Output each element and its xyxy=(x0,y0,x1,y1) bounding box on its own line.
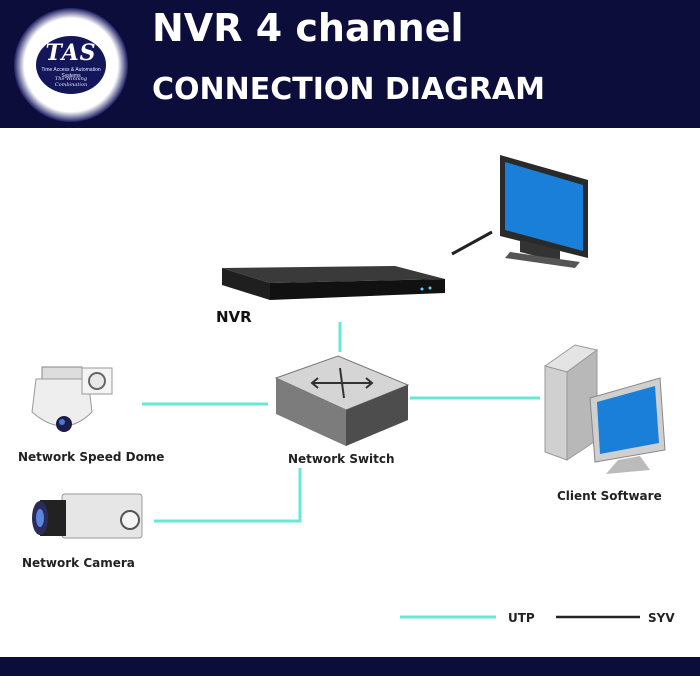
network-switch-icon xyxy=(274,355,410,446)
tas-logo: TAS Time Access & Automation Systems The… xyxy=(14,8,128,122)
logo-company: Time Access & Automation Systems xyxy=(41,67,101,79)
header-banner: TAS Time Access & Automation Systems The… xyxy=(0,0,700,128)
logo-tagline: The Winning Combination xyxy=(54,76,88,88)
switch-arrows-icon xyxy=(310,367,374,399)
logo-name: TAS xyxy=(45,40,97,66)
camera-label: Network Camera xyxy=(22,556,135,570)
client-computer-icon xyxy=(543,344,666,474)
syv-line-nvr-monitor xyxy=(451,230,493,256)
title-line-1: NVR 4 channel xyxy=(152,6,464,50)
utp-line-camera-switch xyxy=(154,468,302,523)
switch-label: Network Switch xyxy=(288,452,395,466)
title-line-2: CONNECTION DIAGRAM xyxy=(152,72,546,107)
speed-dome-label: Network Speed Dome xyxy=(18,450,164,464)
nvr-device-icon xyxy=(222,266,445,300)
footer-bar xyxy=(0,657,700,676)
client-label: Client Software xyxy=(557,489,662,503)
nvr-label: NVR xyxy=(216,308,252,326)
logo-emblem: TAS Time Access & Automation Systems The… xyxy=(36,36,106,94)
monitor-icon xyxy=(500,155,588,268)
speed-dome-icon xyxy=(31,366,113,432)
legend-utp-label: UTP xyxy=(508,611,535,625)
legend: UTP SYV xyxy=(400,611,675,625)
utp-connections xyxy=(142,322,540,523)
network-camera-icon xyxy=(32,493,143,539)
legend-syv-label: SYV xyxy=(648,611,675,625)
